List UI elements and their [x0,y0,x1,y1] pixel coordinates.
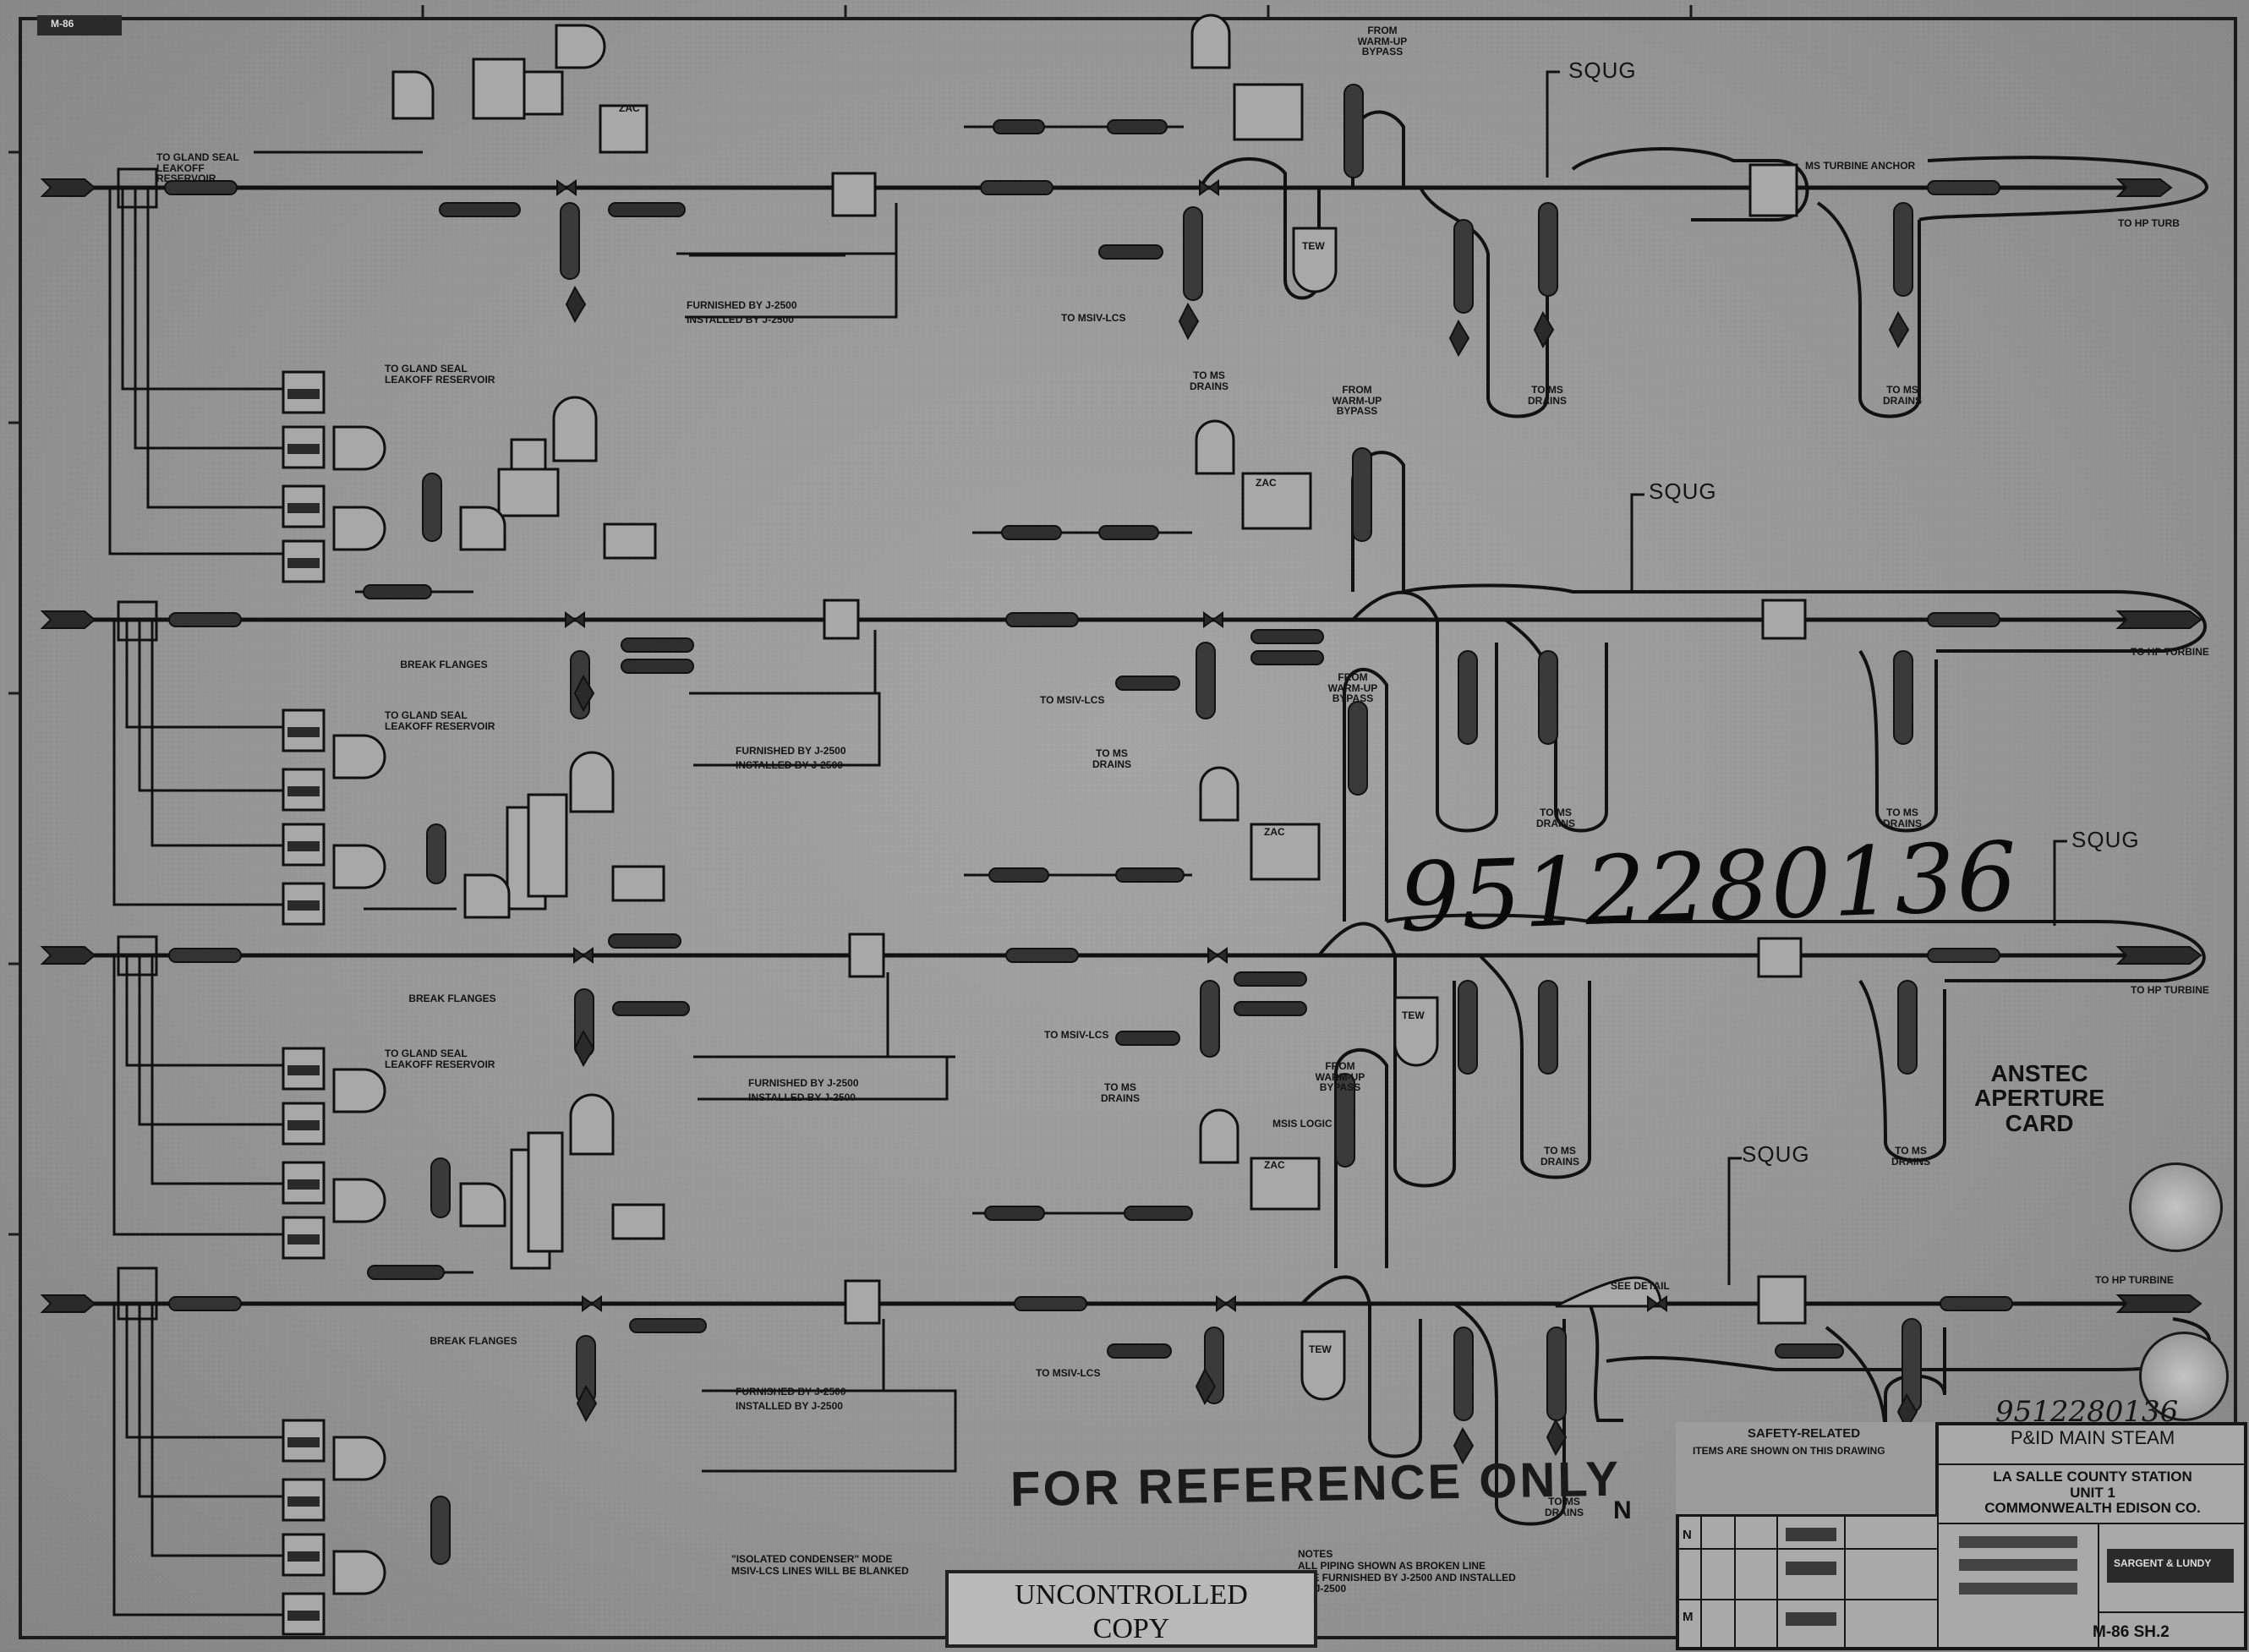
outlet-arrows [2115,178,2202,1313]
for-reference-only-stamp: FOR REFERENCE ONLY [1010,1451,1622,1518]
instrument-box-tags [287,389,320,1621]
corner-tag [37,15,122,36]
inlet-arrows [40,178,96,1313]
msiv-logic-label: MSIS LOGIC [1272,1118,1332,1130]
to-msiv-lcs-3: TO MSIV-LCS [1044,1029,1109,1041]
line-tags [164,180,2013,1311]
from-warmup-1: FROM WARM-UP BYPASS [1332,384,1382,418]
to-ms-drains-9: TO MS DRAINS [1100,1081,1140,1104]
aperture-card-line-3: CARD [2005,1109,2074,1136]
to-ms-drains-7: TO MS DRAINS [1540,1145,1579,1168]
isolated-condenser-note: "ISOLATED CONDENSER" MODE MSIV-LCS LINES… [731,1553,909,1577]
drawing-notes: NOTES ALL PIPING SHOWN AS BROKEN LINE AR… [1298,1548,1516,1595]
company-name: COMMONWEALTH EDISON CO. [1984,1500,2201,1517]
squg-label-1: SQUG [1568,57,1637,83]
to-ms-drains-5: TO MS DRAINS [1882,807,1922,829]
gland-seal-label-1: TO GLAND SEAL LEAKOFF RESERVOIR [156,151,239,185]
installed-note-2: INSTALLED BY J-2500 [736,759,843,771]
to-ms-drains-2: TO MS DRAINS [1527,384,1567,407]
zac-label-2: ZAC [1256,477,1277,489]
break-flanges-1: BREAK FLANGES [400,659,488,670]
safety-text: ITEMS ARE SHOWN ON THIS DRAWING [1693,1445,1885,1457]
safety-title: SAFETY-RELATED [1748,1426,1861,1441]
revision-m: M [1683,1610,1694,1624]
from-warmup-2: FROM WARM-UP BYPASS [1327,671,1378,705]
ms-turbine-anchor-label: MS TURBINE ANCHOR [1805,160,1916,172]
main-steam-lines [93,185,2164,1306]
tew-label-1: TEW [1302,240,1325,252]
squg-label-3: SQUG [2071,827,2140,852]
break-flanges-2: BREAK FLANGES [408,993,496,1004]
from-warmup-4: FROM WARM-UP BYPASS [1357,25,1408,58]
furnished-note-2: FURNISHED BY J-2500 [736,745,846,757]
uncontrolled-copy-stamp: UNCONTROLLED COPY [945,1570,1317,1648]
to-msiv-lcs-2: TO MSIV-LCS [1040,694,1105,706]
aperture-card-label: ANSTEC APERTURE CARD [1974,1060,2105,1136]
squg-leaders [1546,70,2067,1285]
safety-related-block: SAFETY-RELATED ITEMS ARE SHOWN ON THIS D… [1676,1422,1938,1517]
see-detail-label: SEE DETAIL [1611,1280,1670,1292]
branch-tags [363,119,1844,1359]
zac-label-1: ZAC [619,102,640,114]
tew-label-3: TEW [1309,1343,1332,1355]
installed-note-3: INSTALLED BY J-2500 [748,1091,856,1103]
to-ms-drains-8: TO MS DRAINS [1891,1145,1930,1168]
engineer-seal-2 [2139,1332,2229,1421]
drain-loops [1199,110,2211,1526]
to-msiv-lcs-4: TO MSIV-LCS [1036,1367,1101,1379]
bypass-stations [823,14,1807,1401]
to-hp-turbine-1: TO HP TURB [2118,217,2180,229]
from-warmup-3: FROM WARM-UP BYPASS [1315,1060,1365,1094]
installed-note-4: INSTALLED BY J-2500 [736,1400,843,1412]
zac-label-4: ZAC [1264,1159,1285,1171]
engineer-name: SARGENT & LUNDY [2114,1557,2212,1569]
gland-seal-label-2: TO GLAND SEAL LEAKOFF RESERVOIR [385,363,495,386]
to-ms-drains-10: TO MS DRAINS [1544,1496,1584,1518]
to-hp-turbine-4: TO HP TURBINE [2095,1274,2174,1286]
to-msiv-lcs-1: TO MSIV-LCS [1061,312,1126,324]
to-hp-turbine-2: TO HP TURBINE [2131,646,2209,658]
north-arrow-label: N [1613,1496,1632,1524]
logic-gates [332,425,386,1595]
tew-label-2: TEW [1402,1009,1425,1021]
note-brackets [676,252,957,1473]
revision-n: N [1683,1528,1692,1542]
engineer-seal-1 [2129,1162,2223,1252]
furnished-note-4: FURNISHED BY J-2500 [736,1386,846,1398]
furnished-note-1: FURNISHED BY J-2500 [687,299,797,311]
vertical-tags [422,84,1922,1565]
squg-label-4: SQUG [1742,1141,1810,1167]
aperture-card-line-2: APERTURE [1974,1085,2105,1112]
instrument-taps [108,167,283,1616]
gland-seal-label-3: TO GLAND SEAL LEAKOFF RESERVOIR [385,709,495,732]
title-block-grid [1676,1422,2247,1650]
drawing-subtitle: LA SALLE COUNTY STATION UNIT 1 COMMONWEA… [1940,1469,2245,1517]
furnished-note-3: FURNISHED BY J-2500 [748,1077,859,1089]
gland-seal-label-4: TO GLAND SEAL LEAKOFF RESERVOIR [385,1048,495,1070]
squg-label-2: SQUG [1649,479,1717,504]
corner-tag-text: M-86 [51,18,74,30]
sheet-number: M-86 SH.2 [2093,1623,2170,1641]
to-ms-drains-6: TO MS DRAINS [1092,747,1131,770]
to-ms-drains-3: TO MS DRAINS [1882,384,1922,407]
to-hp-turbine-3: TO HP TURBINE [2131,984,2209,996]
to-ms-drains-1: TO MS DRAINS [1189,369,1228,392]
uncontrolled-line-1: UNCONTROLLED [1015,1579,1248,1611]
unit-name: UNIT 1 [2070,1484,2115,1501]
to-ms-drains-4: TO MS DRAINS [1535,807,1575,829]
msiv-stations [391,24,665,1270]
installed-note-1: INSTALLED BY J-2500 [687,314,794,325]
break-flanges-3: BREAK FLANGES [430,1335,517,1347]
drawing-title: P&ID MAIN STEAM [2010,1427,2175,1448]
station-name: LA SALLE COUNTY STATION [1993,1469,2192,1485]
uncontrolled-line-2: COPY [1092,1613,1170,1644]
aperture-card-line-1: ANSTEC [1990,1060,2088,1086]
drain-arrows [565,285,1918,1465]
handwritten-document-number: 9512280136 [1397,822,2021,954]
zac-label-3: ZAC [1264,826,1285,838]
